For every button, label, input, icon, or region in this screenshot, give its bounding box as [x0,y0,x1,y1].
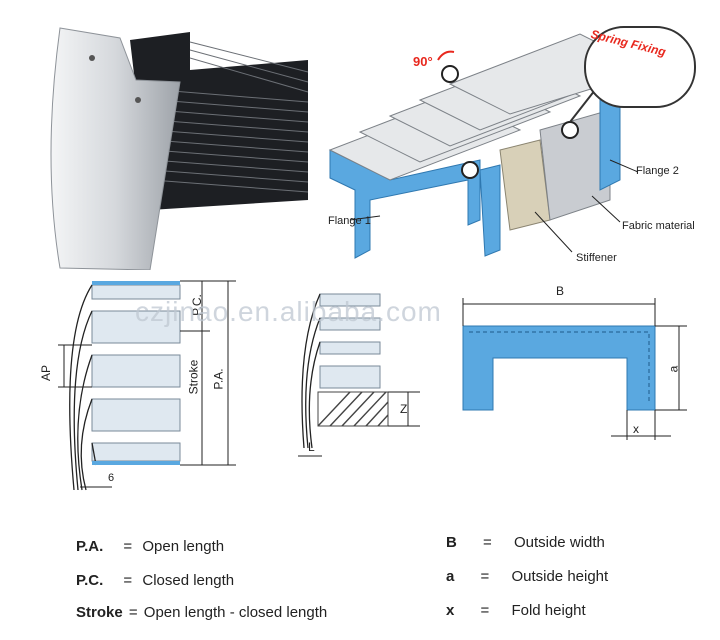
isometric-diagram [328,33,639,259]
legend-text: Closed length [142,572,235,589]
spring-fixing-callout [584,26,696,108]
legend-eq: = [123,538,133,555]
x-label: x [633,422,639,436]
flange1-label: Flange 1 [328,215,371,227]
legend-text: Fold height [511,602,586,619]
legend-eq: = [128,604,138,621]
legend-eq: = [480,602,490,619]
legend-text: Open length - closed length [143,604,328,621]
stiffener-label: Stiffener [576,252,617,264]
b-label: B [556,284,565,298]
legend-key: P.A. [76,538,104,555]
pa-label: P.A. [211,368,226,390]
legend-right-1: a = Outside height [446,568,608,585]
l-label: L [308,440,315,454]
legend-eq: = [123,572,133,589]
stroke-label: Stroke [186,359,201,395]
compressed-view-diagram [298,293,420,457]
folds-stack [130,32,309,210]
side-view-diagram [58,280,236,491]
legend-key: B [446,534,457,551]
fabric-panel [539,109,611,221]
legend-text: Outside width [513,534,605,551]
legend-left-1: P.C. = Closed length [76,572,234,589]
legend-left-0: P.A. = Open length [76,538,224,555]
flange2-label: Flange 2 [636,165,679,177]
z-label: Z [400,402,408,416]
bellows-photo [50,27,309,270]
ap-label: AP [39,364,54,382]
legend-right-2: x = Fold height [446,602,586,619]
legend-key: a [446,568,455,585]
angle-label: 90° [413,54,433,69]
legend-key: Stroke [76,604,123,621]
legend-text: Outside height [511,568,609,585]
legend-key: P.C. [76,572,104,589]
base-hatch [317,391,389,427]
spring-fixing-icon [441,65,459,83]
legend-right-0: B = Outside width [446,534,605,551]
legend-left-2: Stroke = Open length - closed length [76,604,327,621]
steel-plate [50,27,181,270]
legend-eq: = [480,568,490,585]
legend-key: x [446,602,455,619]
fabric-label: Fabric material [622,220,695,232]
legend-text: Open length [142,538,225,555]
a-label: a [666,365,681,373]
legend-eq: = [483,534,492,551]
u-profile [462,325,656,411]
watermark: czjinao.en.alibaba.com [135,296,442,327]
fold-profile [91,284,181,462]
cross-section-diagram [462,298,687,440]
six-label: 6 [108,472,115,484]
